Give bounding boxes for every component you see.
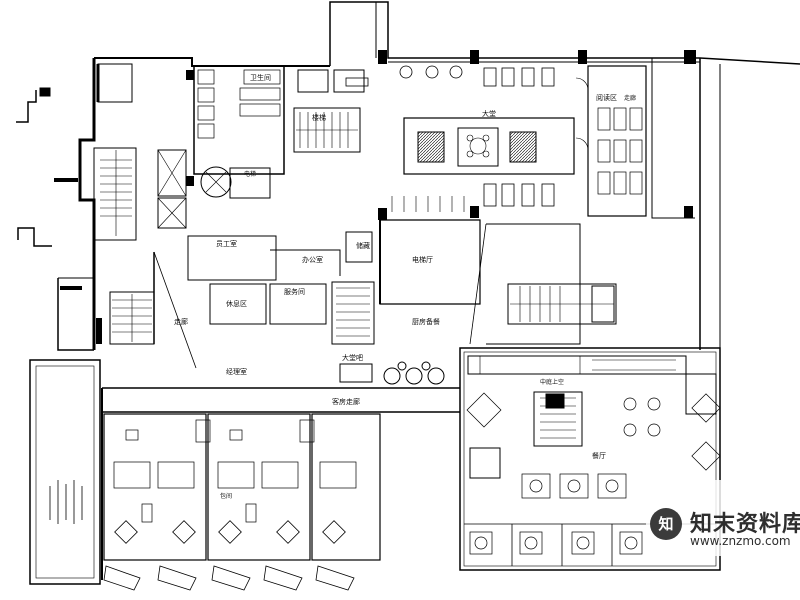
label-elev: 电梯: [244, 170, 256, 178]
label-private-room: 包间: [220, 492, 232, 500]
label-guest-corridor: 客房走廊: [332, 397, 360, 406]
outer-wall-north-right: [329, 1, 800, 66]
watermark-url: www.znzmo.com: [690, 534, 791, 548]
label-staircase: 楼梯: [312, 113, 326, 122]
label-service-room: 服务间: [284, 287, 305, 296]
label-manager: 经理室: [226, 367, 247, 376]
watermark-logo-icon: 知: [650, 508, 682, 540]
label-staff-room: 员工室: [216, 239, 237, 248]
watermark-title: 知末资料库: [690, 512, 800, 537]
plan-stub-left: [17, 227, 52, 247]
label-lobby: 大堂: [482, 109, 496, 118]
label-office: 办公室: [302, 255, 323, 264]
restaurant-outline: [459, 347, 721, 571]
label-corridor-right-top: 走廊: [624, 94, 636, 102]
label-elevator-hall: 电梯厅: [412, 255, 433, 264]
outer-wall-west: [78, 58, 96, 350]
label-storage: 储藏: [356, 241, 370, 250]
label-kitchen-prep: 厨房备餐: [412, 317, 440, 326]
outer-wall-north-left: [94, 57, 330, 67]
label-corridor-left: 走廊: [174, 317, 188, 326]
label-reading-area: 阅读区: [596, 93, 617, 102]
label-lobby-bar: 大堂吧: [342, 353, 363, 362]
label-atrium-note: 中庭上空: [540, 378, 564, 386]
label-restaurant: 餐厅: [592, 451, 606, 460]
label-lounge: 休息区: [226, 299, 247, 308]
plan-stub-topleft: [16, 90, 37, 123]
label-restroom-top: 卫生间: [250, 73, 271, 82]
